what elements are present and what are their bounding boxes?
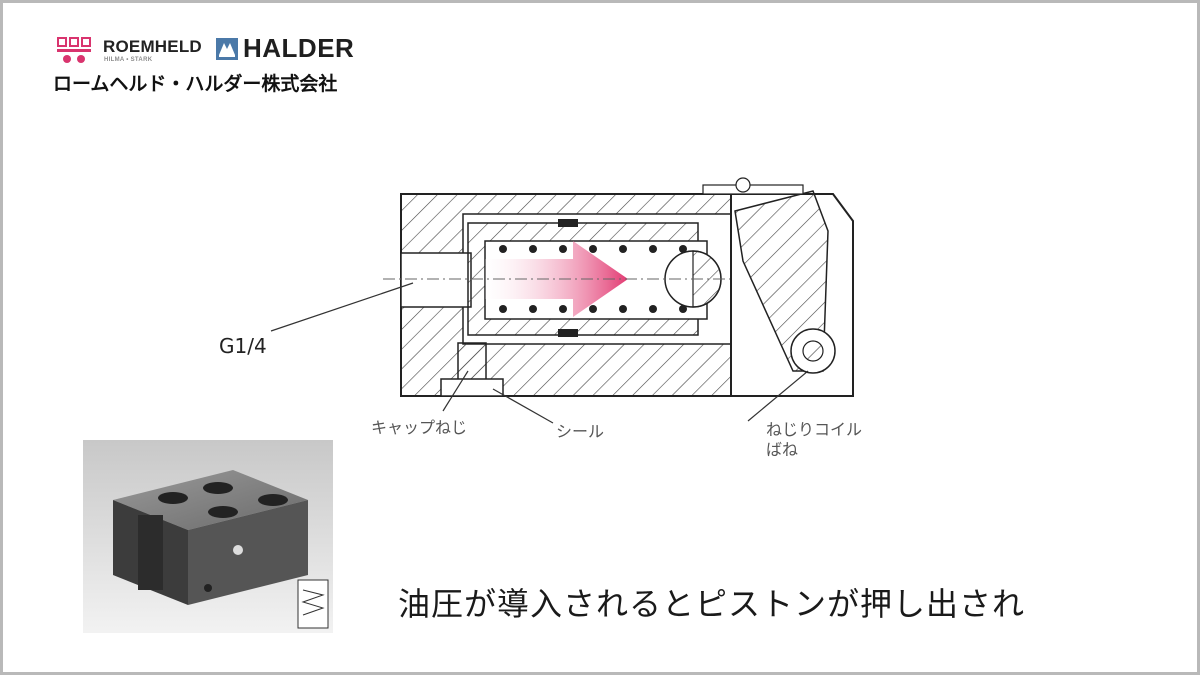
spring-coils — [499, 245, 687, 313]
brand-halder: HALDER — [243, 33, 355, 63]
brand-roemheld: ROEMHELD — [103, 37, 202, 56]
company-logo: ROEMHELD HILMA • STARK HALDER ロームヘルド・ハルダ… — [53, 33, 393, 101]
subtitle-caption: 油圧が導入されるとピストンが押し出され — [398, 585, 1026, 623]
label-coil-spring-2: ばね — [766, 440, 799, 459]
label-cap-screw: キャップねじ — [371, 418, 468, 437]
halder-logo-icon — [216, 38, 238, 60]
seal-bottom — [558, 329, 578, 337]
roemheld-logo-icon — [57, 37, 91, 63]
seal-top — [558, 219, 578, 227]
label-port: G1/4 — [219, 334, 267, 358]
label-seal: シール — [556, 422, 605, 441]
brand-sub: HILMA • STARK — [104, 57, 153, 63]
cap-screw — [457, 342, 487, 384]
product-photo — [83, 440, 333, 633]
cross-section-diagram — [270, 177, 854, 424]
company-name: ロームヘルド・ハルダー株式会社 — [53, 73, 338, 95]
pressure-arrow — [485, 241, 628, 317]
inlet-passage — [400, 252, 472, 308]
label-coil-spring-1: ねじりコイル — [766, 420, 863, 439]
